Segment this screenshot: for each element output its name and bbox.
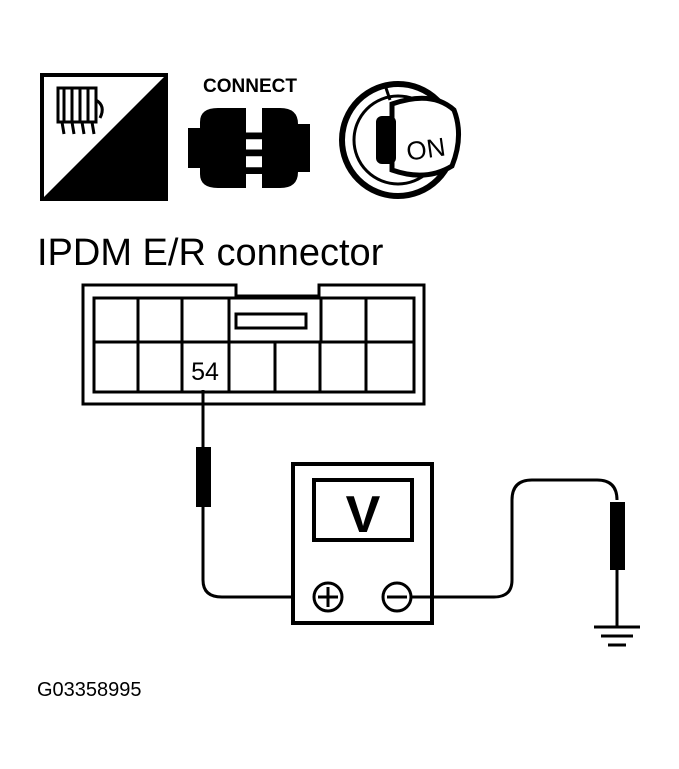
ipdm-er-connector: [81, 283, 426, 406]
connector-cavity-grid: [92, 296, 416, 394]
voltmeter-display: [312, 478, 414, 542]
voltmeter-unit: V: [346, 486, 381, 544]
pin-54-label: 54: [191, 358, 219, 386]
connector-title: IPDM E/R connector: [37, 232, 384, 274]
harness-side-icon: H.S.: [40, 73, 168, 201]
harness-side-badge: H.S.: [97, 162, 155, 195]
positive-probe: [196, 390, 314, 599]
voltmeter: V: [291, 462, 434, 625]
connect-caption: CONNECT: [203, 76, 297, 97]
ignition-on-label: ON: [404, 131, 447, 166]
figure-id: G03358995: [37, 679, 142, 701]
negative-terminal-icon: [381, 581, 413, 613]
connect-icon: CONNECT E: [188, 76, 310, 188]
connect-letter: E: [233, 120, 273, 187]
ignition-on-icon: ON: [339, 81, 461, 199]
positive-terminal-icon: [312, 581, 344, 613]
negative-probe: [411, 478, 625, 626]
harness-connector-glyph-icon: [56, 86, 104, 135]
ground-icon: [594, 625, 640, 647]
